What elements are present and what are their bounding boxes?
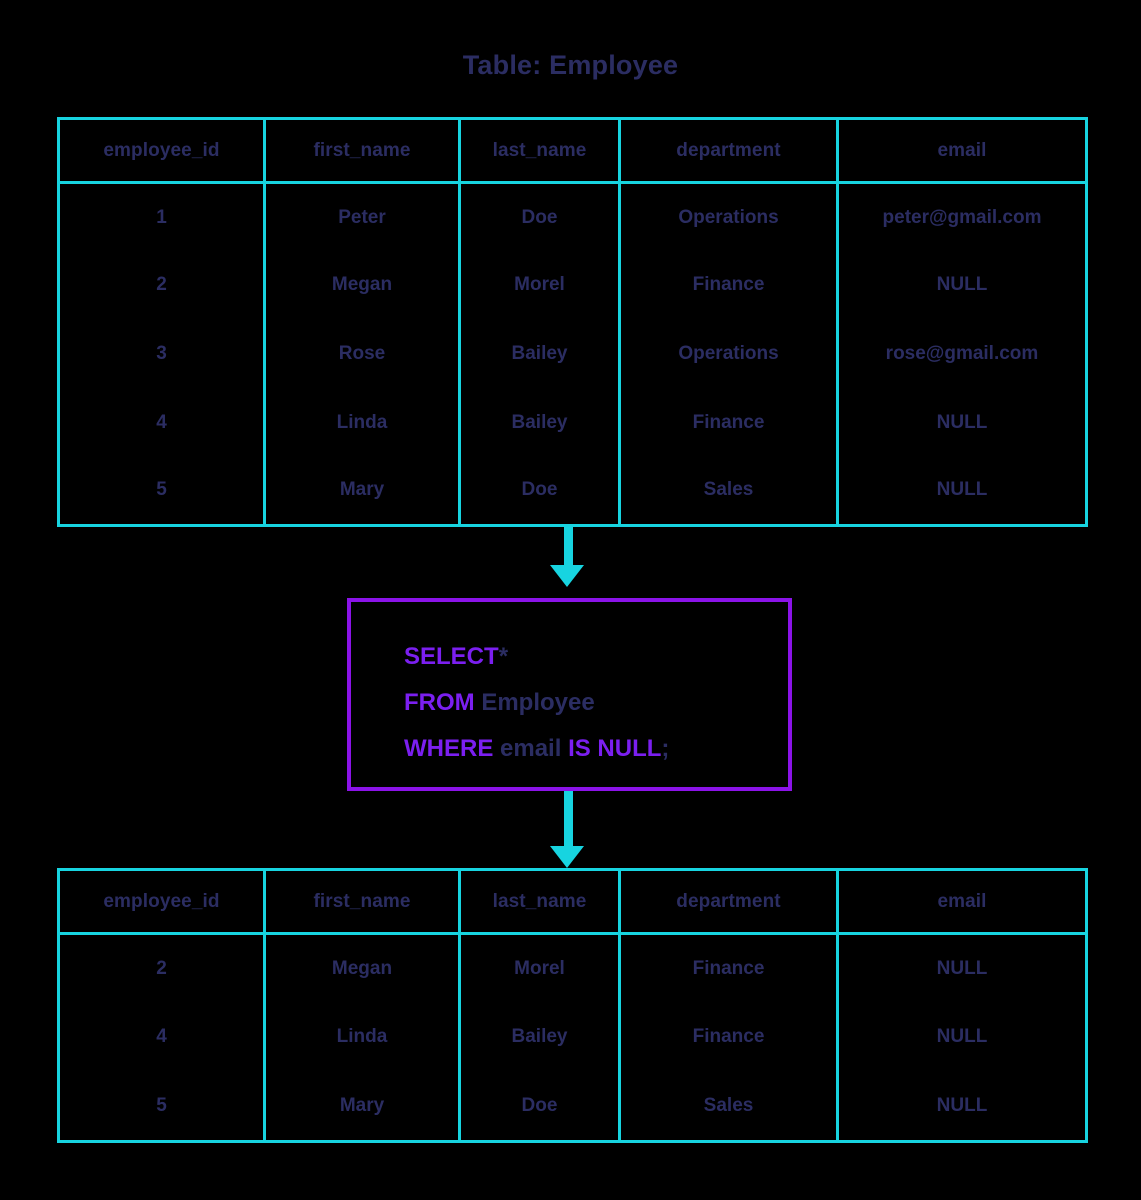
sql-query-box: SELECT* FROM Employee WHERE email IS NUL… xyxy=(347,598,792,791)
table-header-row: employee_id first_name last_name departm… xyxy=(58,118,1087,184)
column-header-employee-id: employee_id xyxy=(58,118,266,184)
cell-employee-id: 5 xyxy=(58,1072,266,1142)
column-header-first-name: first_name xyxy=(264,869,461,935)
cell-first-name: Rose xyxy=(264,319,461,389)
cell-first-name: Megan xyxy=(264,933,461,1003)
arrow-query-to-result xyxy=(550,791,584,868)
cell-employee-id: 2 xyxy=(58,251,266,320)
cell-employee-id: 1 xyxy=(58,182,266,252)
cell-department: Finance xyxy=(619,1002,839,1073)
table-row: 2 Megan Morel Finance NULL xyxy=(58,251,1087,320)
cell-last-name: Doe xyxy=(459,182,621,252)
cell-department: Sales xyxy=(619,456,839,526)
cell-first-name: Mary xyxy=(264,456,461,526)
cell-first-name: Linda xyxy=(264,1002,461,1073)
result-table-body: 2 Megan Morel Finance NULL 4 Linda Baile… xyxy=(58,933,1087,1142)
result-table: employee_id first_name last_name departm… xyxy=(57,868,1088,1143)
cell-email: NULL xyxy=(837,933,1087,1003)
sql-operand-table-name: Employee xyxy=(481,689,595,716)
cell-last-name: Bailey xyxy=(459,1002,621,1073)
cell-email: NULL xyxy=(837,456,1087,526)
arrow-head-icon xyxy=(550,565,584,587)
column-header-last-name: last_name xyxy=(459,869,621,935)
table-row: 5 Mary Doe Sales NULL xyxy=(58,1072,1087,1142)
cell-last-name: Doe xyxy=(459,1072,621,1142)
cell-employee-id: 4 xyxy=(58,388,266,457)
cell-email: NULL xyxy=(837,388,1087,457)
sql-keyword-where: WHERE xyxy=(404,735,494,762)
sql-keyword-from: FROM xyxy=(404,689,475,716)
cell-email: NULL xyxy=(837,1002,1087,1073)
cell-employee-id: 2 xyxy=(58,933,266,1003)
cell-email: NULL xyxy=(837,251,1087,320)
sql-keyword-select: SELECT xyxy=(404,643,499,670)
cell-department: Operations xyxy=(619,319,839,389)
cell-first-name: Peter xyxy=(264,182,461,252)
cell-department: Finance xyxy=(619,251,839,320)
cell-email: peter@gmail.com xyxy=(837,182,1087,252)
cell-department: Finance xyxy=(619,933,839,1003)
source-table-header: employee_id first_name last_name departm… xyxy=(58,118,1087,184)
page-title: Table: Employee xyxy=(462,50,679,80)
cell-last-name: Doe xyxy=(459,456,621,526)
arrow-head-icon xyxy=(550,846,584,868)
column-header-email: email xyxy=(837,118,1087,184)
table-row: 3 Rose Bailey Operations rose@gmail.com xyxy=(58,319,1087,389)
sql-query-line-3: WHERE email IS NULL; xyxy=(404,726,788,772)
cell-email: NULL xyxy=(837,1072,1087,1142)
arrow-shaft xyxy=(564,527,573,565)
cell-employee-id: 5 xyxy=(58,456,266,526)
table-row: 4 Linda Bailey Finance NULL xyxy=(58,388,1087,457)
sql-operand-column-email: email xyxy=(500,735,562,762)
column-header-department: department xyxy=(619,869,839,935)
cell-department: Sales xyxy=(619,1072,839,1142)
cell-last-name: Morel xyxy=(459,933,621,1003)
cell-last-name: Bailey xyxy=(459,319,621,389)
cell-employee-id: 3 xyxy=(58,319,266,389)
column-header-first-name: first_name xyxy=(264,118,461,184)
arrow-table-to-query xyxy=(550,527,584,587)
result-table-header: employee_id first_name last_name departm… xyxy=(58,869,1087,935)
table-header-row: employee_id first_name last_name departm… xyxy=(58,869,1087,935)
column-header-employee-id: employee_id xyxy=(58,869,266,935)
cell-first-name: Linda xyxy=(264,388,461,457)
cell-department: Finance xyxy=(619,388,839,457)
cell-last-name: Morel xyxy=(459,251,621,320)
source-table-body: 1 Peter Doe Operations peter@gmail.com 2… xyxy=(58,182,1087,526)
table-row: 4 Linda Bailey Finance NULL xyxy=(58,1002,1087,1073)
sql-star-operand: * xyxy=(498,643,509,670)
cell-employee-id: 4 xyxy=(58,1002,266,1073)
column-header-last-name: last_name xyxy=(459,118,621,184)
sql-keyword-is-null: IS NULL xyxy=(568,735,662,762)
sql-query-line-2: FROM Employee xyxy=(404,680,788,726)
sql-query-line-1: SELECT* xyxy=(404,634,788,680)
source-table: employee_id first_name last_name departm… xyxy=(57,117,1088,527)
column-header-department: department xyxy=(619,118,839,184)
column-header-email: email xyxy=(837,869,1087,935)
table-row: 5 Mary Doe Sales NULL xyxy=(58,456,1087,526)
sql-semicolon: ; xyxy=(661,735,670,762)
cell-email: rose@gmail.com xyxy=(837,319,1087,389)
cell-first-name: Megan xyxy=(264,251,461,320)
cell-first-name: Mary xyxy=(264,1072,461,1142)
cell-department: Operations xyxy=(619,182,839,252)
table-row: 1 Peter Doe Operations peter@gmail.com xyxy=(58,182,1087,252)
table-row: 2 Megan Morel Finance NULL xyxy=(58,933,1087,1003)
arrow-shaft xyxy=(564,791,573,846)
cell-last-name: Bailey xyxy=(459,388,621,457)
